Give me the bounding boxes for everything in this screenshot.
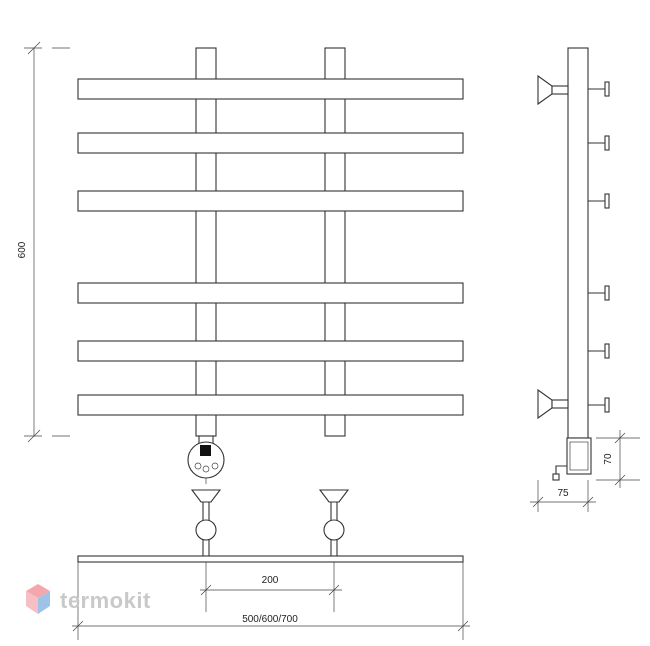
height-dimension: 600 [17, 41, 70, 443]
side-wall-bracket-top [537, 74, 569, 106]
brand-name: termokit [60, 588, 151, 613]
horizontal-bar [77, 394, 464, 416]
side-bar-ends [588, 81, 610, 413]
pipe-spacing-label: 200 [262, 575, 279, 586]
depth-dimension: 75 [530, 480, 596, 512]
left-vertical-pipe [195, 47, 217, 437]
pipe-spacing-dimension: 200 [200, 562, 342, 612]
height-label: 600 [17, 241, 28, 258]
side-vertical-pipe [567, 47, 589, 439]
connector-height-label: 70 [603, 453, 614, 465]
side-heater-box [552, 437, 592, 481]
side-wall-bracket-bottom [537, 388, 569, 420]
heater-unit [187, 435, 225, 484]
horizontal-bar [77, 78, 464, 100]
connector-height-dimension: 70 [596, 430, 640, 488]
top-view-bar [77, 555, 464, 563]
wall-bracket-left [190, 489, 222, 557]
front-view: 600 [17, 41, 470, 640]
width-label: 500/600/700 [242, 614, 298, 625]
side-view: 70 75 [530, 47, 640, 512]
right-vertical-pipe [324, 47, 346, 437]
horizontal-bar [77, 340, 464, 362]
horizontal-bar [77, 132, 464, 154]
width-dimension: 500/600/700 [72, 562, 470, 640]
horizontal-bar [77, 190, 464, 212]
horizontal-bar [77, 282, 464, 304]
wall-bracket-right [318, 489, 350, 557]
termokit-logo-icon [26, 584, 50, 614]
heater-display-icon [200, 445, 211, 456]
depth-label: 75 [557, 488, 569, 499]
